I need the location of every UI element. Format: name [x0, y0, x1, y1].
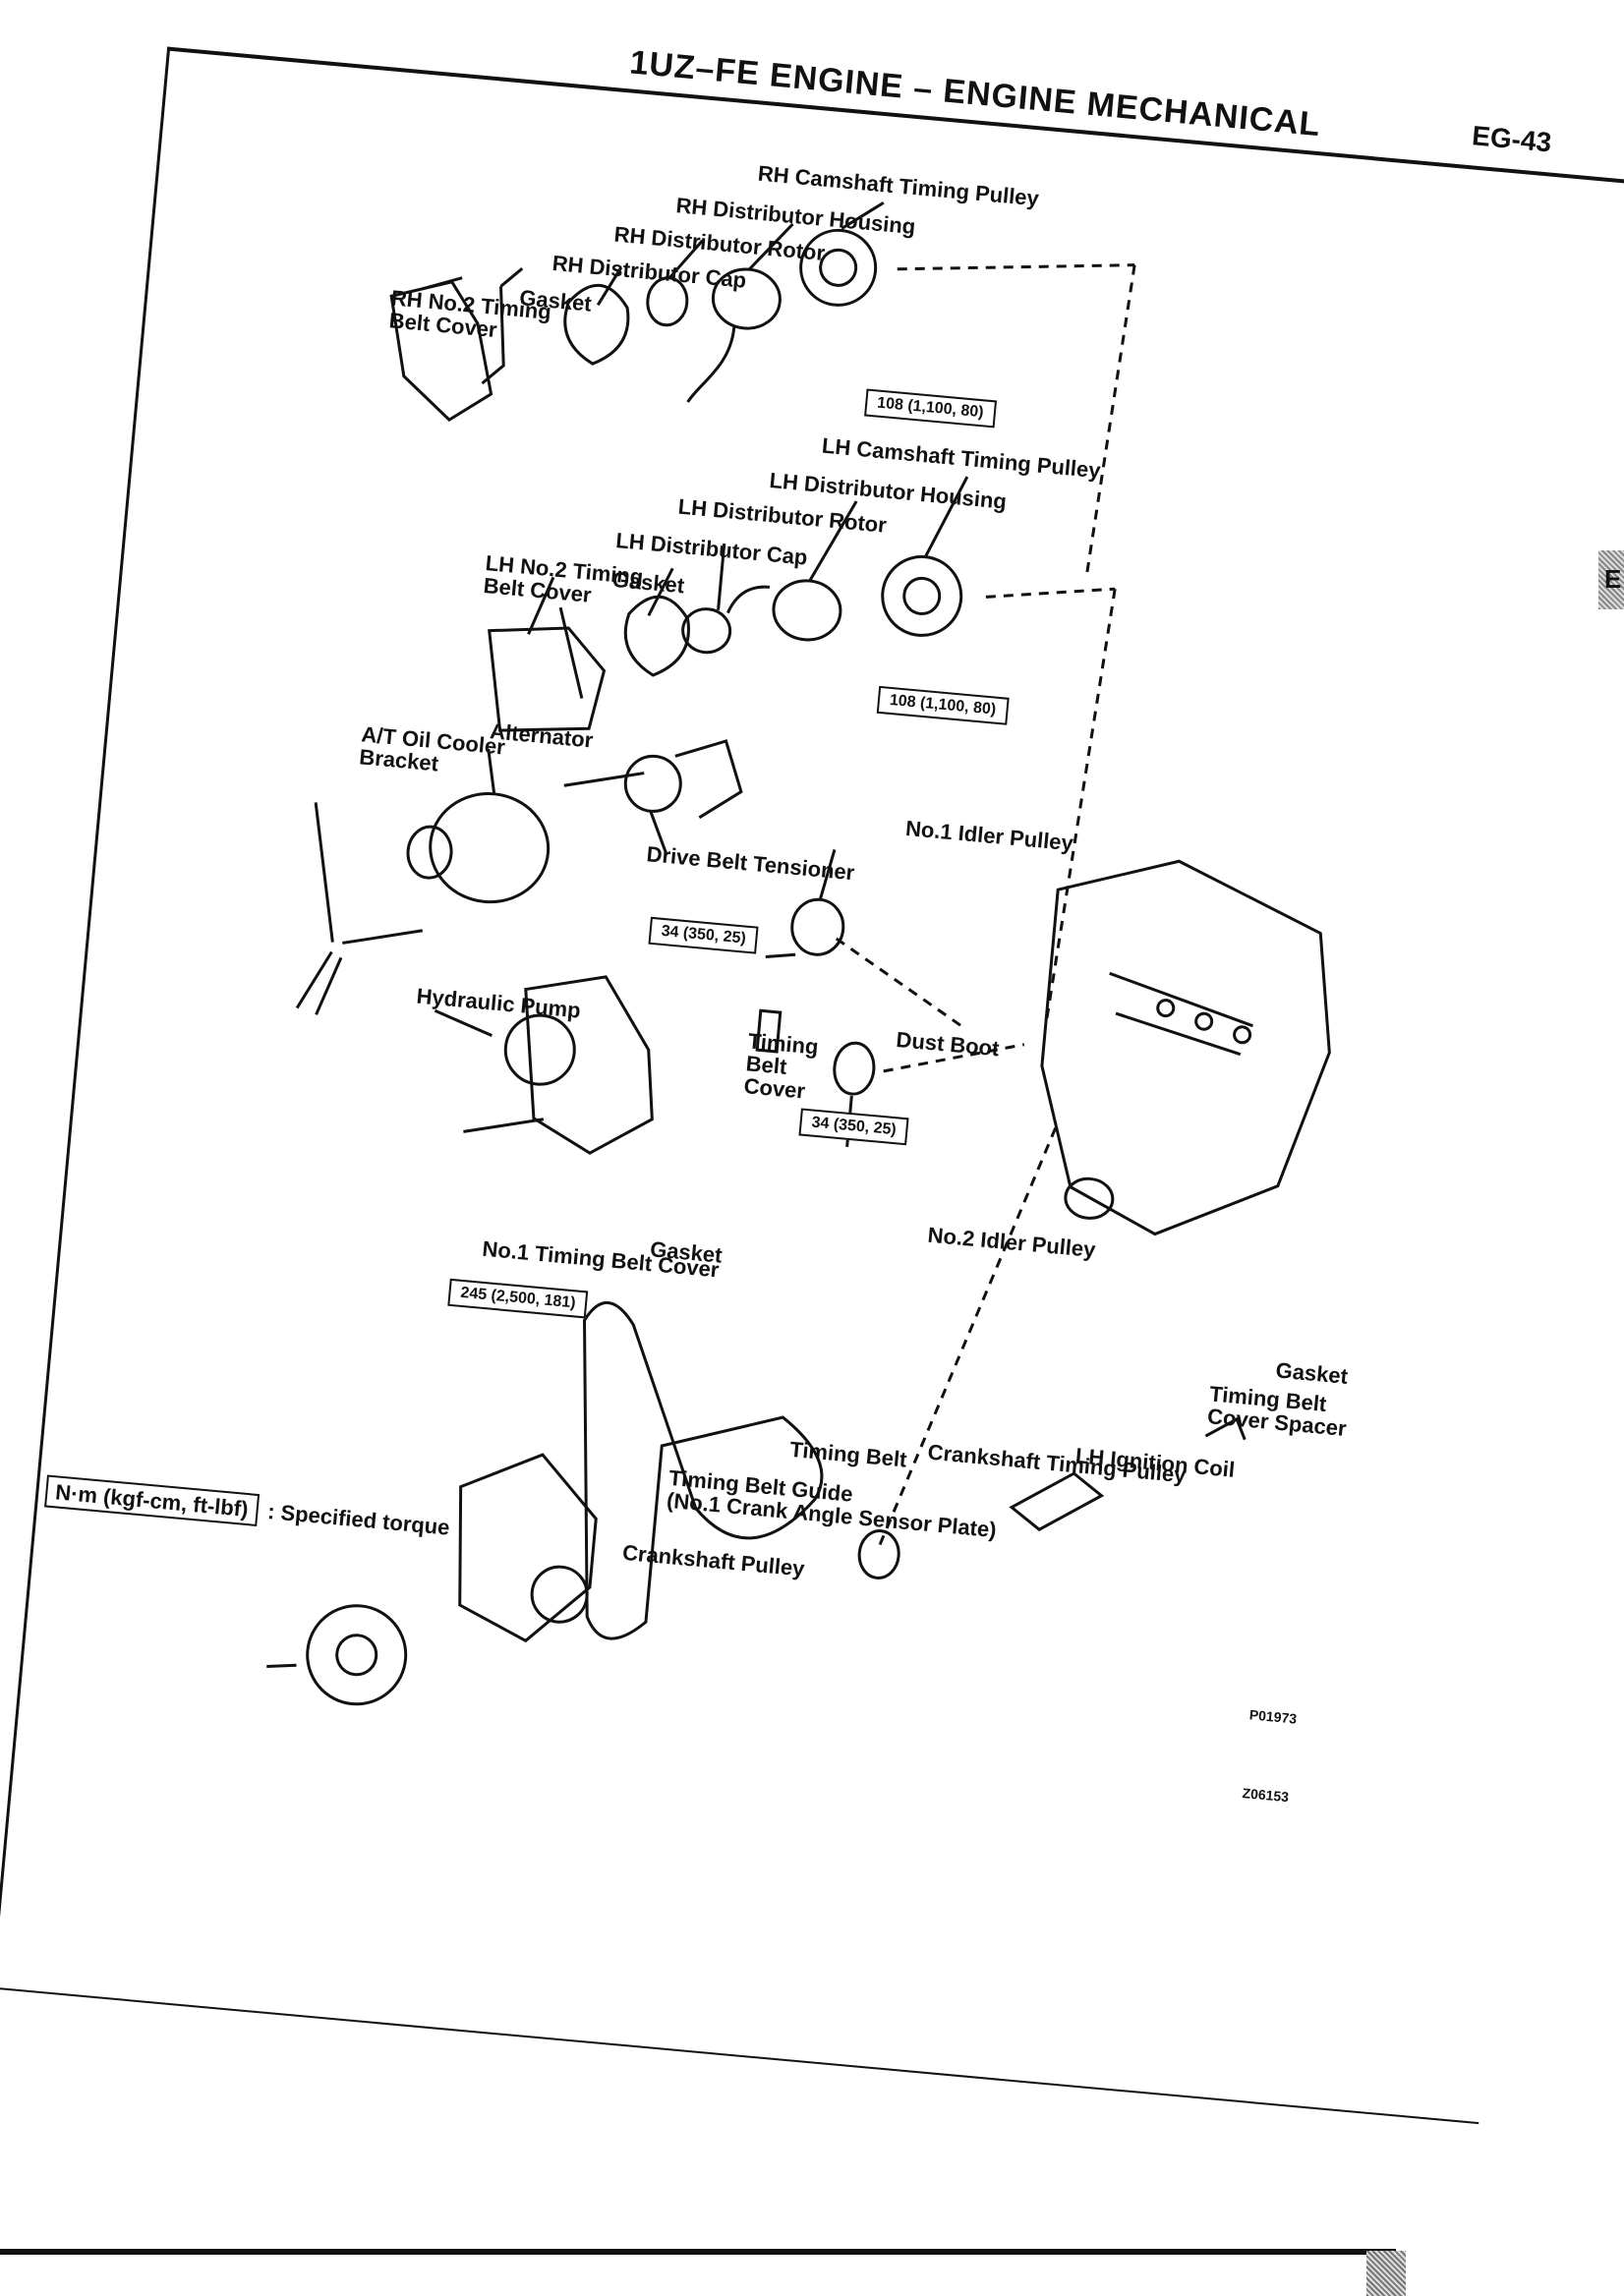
- tab-letter: E: [1604, 564, 1622, 594]
- page-content: 1UZ–FE ENGINE – ENGINE MECHANICAL EG-43: [0, 43, 1624, 2125]
- label-timing-belt-cover: Timing Belt Cover: [742, 1028, 820, 1104]
- section-tab: E: [1598, 550, 1624, 609]
- bottom-hatch: [1366, 2251, 1406, 2296]
- bottom-edge: [0, 2249, 1396, 2255]
- exploded-view-drawing: [266, 201, 1331, 1706]
